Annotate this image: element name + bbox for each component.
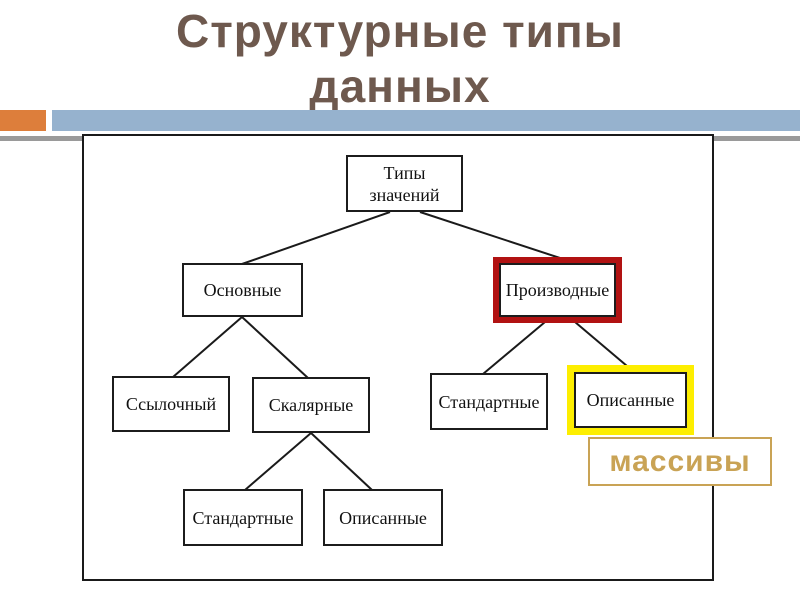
- red-highlight-frame: Производные: [493, 257, 622, 323]
- node-basic: Основные: [182, 263, 303, 317]
- node-standard-right: Стандартные: [430, 373, 548, 430]
- connector-lines: [172, 211, 628, 491]
- accent-orange-block: [0, 110, 46, 131]
- node-standard-bottom: Стандартные: [183, 489, 303, 546]
- page-title: Структурные типы данных: [0, 4, 800, 114]
- header-bar: [52, 110, 800, 131]
- page-title-line1: Структурные типы: [176, 5, 624, 57]
- arrays-annotation: массивы: [588, 437, 772, 486]
- node-derived: Производные: [499, 263, 616, 317]
- diagram-panel: Типы значений Основные Производные Ссыло…: [82, 134, 714, 581]
- node-described-bottom: Описанные: [323, 489, 443, 546]
- node-scalar: Скалярные: [252, 377, 370, 433]
- page-title-line2: данных: [309, 60, 491, 112]
- node-reference: Ссылочный: [112, 376, 230, 432]
- yellow-highlight-frame: Описанные: [567, 365, 694, 435]
- node-types-of-values: Типы значений: [346, 155, 463, 212]
- node-described-right: Описанные: [574, 372, 687, 428]
